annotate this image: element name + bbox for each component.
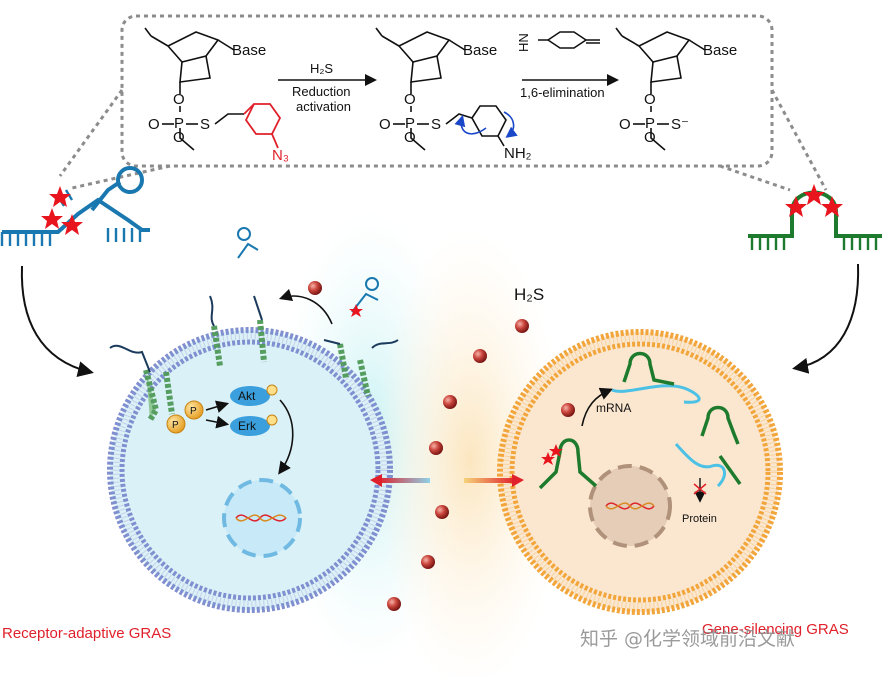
arrow-into-right-cell — [792, 263, 860, 374]
step2-desc: 1,6-elimination — [520, 85, 605, 100]
step1-desc-line1: Reduction — [292, 84, 351, 99]
p-label-2: P — [405, 115, 415, 132]
akt-node — [230, 386, 270, 406]
h2s-molecules — [308, 281, 529, 611]
left-cell-lipid-tails — [113, 333, 387, 607]
o-label-1c: O — [173, 129, 185, 146]
right-nucleus-dna — [605, 502, 655, 510]
molecule-amine — [375, 27, 507, 151]
free-hairpin-top — [237, 227, 259, 259]
left-nucleus-dna — [235, 514, 287, 522]
o-label-1: O — [173, 91, 185, 108]
o-label-3: O — [644, 91, 656, 108]
p-label-3: P — [645, 115, 655, 132]
scheme-connector-right-b — [719, 164, 791, 192]
o-label-3b: O — [619, 116, 631, 133]
left-exchange-arrow — [370, 474, 430, 487]
akt-phospho — [266, 384, 278, 396]
right-cell-star-2 — [549, 444, 563, 457]
left-caption: Receptor-adaptive GRAS — [2, 625, 171, 642]
reaction-scheme: Base O P O S O N₃ H₂S Reduction activati… — [58, 14, 828, 192]
right-cell-hairpin — [538, 438, 598, 490]
left-hairpin-dna — [0, 166, 150, 246]
erk-node — [230, 416, 270, 436]
phospho-p-2 — [184, 400, 204, 420]
molecule-phosphorothioate — [615, 27, 706, 151]
h2s-label: H₂S — [514, 285, 544, 304]
base-label-1: Base — [232, 42, 266, 59]
right-cell: mRNA Protein — [497, 329, 783, 615]
step1-reagent: H₂S — [310, 61, 333, 76]
amine-label: NH₂ — [504, 145, 532, 162]
right-cell-membrane-inner — [509, 341, 771, 603]
left-receptors — [143, 319, 371, 422]
scheme-connector-left — [58, 89, 124, 177]
phospho-p-1 — [166, 414, 186, 434]
o-label-2: O — [404, 91, 416, 108]
akt-label: Akt — [238, 389, 256, 403]
molecule-azide-ring — [243, 103, 282, 149]
watermark: 知乎 @化学领域前沿文献 — [580, 628, 795, 650]
mrna-label: mRNA — [596, 401, 631, 415]
o-label-2b: O — [379, 116, 391, 133]
right-hairpin-dna — [748, 190, 882, 250]
quinone-methide — [538, 31, 600, 49]
azide-label: N₃ — [272, 147, 289, 164]
silenced-complex — [674, 405, 742, 488]
s-minus-label: S⁻ — [671, 116, 689, 133]
right-cell-star-1 — [541, 452, 555, 465]
arrow-into-left-cell — [20, 265, 94, 377]
free-hairpin-star — [349, 304, 363, 317]
s-label-1: S — [200, 116, 210, 133]
scheme-connector-right — [770, 89, 828, 191]
right-cell-lipid-tails — [503, 335, 777, 609]
electron-push-arrow-1 — [454, 114, 487, 135]
left-cell-membrane-outer — [107, 327, 393, 613]
left-star-cluster — [41, 186, 83, 235]
left-dna-tails — [109, 295, 399, 373]
left-cell-nucleus — [222, 478, 302, 558]
erk-label: Erk — [238, 419, 257, 433]
electron-push-arrow-2 — [503, 111, 518, 138]
protein-label: Protein — [682, 513, 717, 525]
step1-desc-line2: activation — [296, 99, 351, 114]
left-cell-membrane-inner — [119, 339, 381, 601]
base-label-2: Base — [463, 42, 497, 59]
o-label-3c: O — [644, 129, 656, 146]
signal-arrow-erk — [205, 415, 230, 429]
base-label-3: Base — [703, 42, 737, 59]
s-label-2: S — [431, 116, 441, 133]
right-star-cluster — [785, 184, 843, 217]
mrna-complex — [611, 351, 701, 404]
o-label-1b: O — [148, 116, 160, 133]
molecule-azide — [144, 27, 244, 151]
blocked-cross — [693, 483, 707, 495]
left-cell: P P Akt Erk — [107, 295, 399, 613]
scheme-connector-left-b — [71, 164, 171, 190]
signal-to-nucleus-arrow — [278, 399, 294, 475]
p-label-1: P — [174, 115, 184, 132]
signal-arrow-akt — [205, 400, 230, 413]
h2s-molecule-in-cell — [561, 403, 575, 417]
phospho-p-label-1: P — [172, 420, 179, 431]
release-arrow — [278, 288, 333, 325]
right-caption: Gene-silencing GRAS — [702, 621, 849, 638]
erk-phospho — [266, 414, 278, 426]
phospho-p-label-2: P — [190, 406, 197, 417]
qm-label: HN — [516, 33, 531, 52]
o-label-2c: O — [404, 129, 416, 146]
right-exchange-arrow — [464, 474, 524, 487]
activation-arrow — [581, 387, 613, 427]
